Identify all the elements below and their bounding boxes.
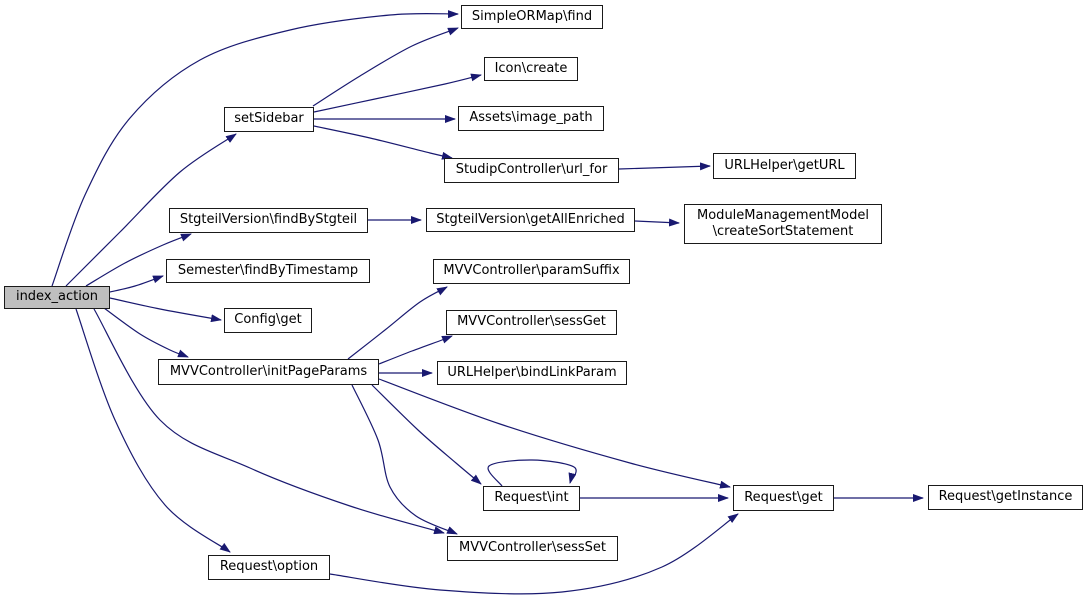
graph-node-simpleormap-find[interactable]: SimpleORMap\find (461, 5, 603, 29)
edge-index-action--stgteilversion-findbystgteil (85, 233, 192, 287)
edge-mvvcontroller-initpageparams--mvvcontroller-paramsuffix (347, 286, 448, 360)
graph-node-semester-findbytimestamp[interactable]: Semester\findByTimestamp (166, 259, 370, 283)
graph-node-studipcontroller-url-for[interactable]: StudipController\url_for (444, 158, 619, 183)
graph-node-mvvcontroller-initpageparams[interactable]: MVVController\initPageParams (158, 359, 379, 385)
edge-index-action--config-get (109, 297, 222, 323)
edge-studipcontroller-url-for--urlhelper-geturl (618, 162, 711, 171)
edge-set-sidebar--studipcontroller-url-for (313, 125, 453, 160)
graph-node-icon-create[interactable]: Icon\create (484, 57, 578, 81)
graph-node-config-get[interactable]: Config\get (224, 308, 312, 333)
edge-request-option--request-get (329, 513, 739, 595)
graph-node-request-int[interactable]: Request\int (483, 486, 580, 511)
edge-stgteilversion-getallenriched--modulemanagementmodel-createsortstatement (634, 218, 680, 227)
graph-node-stgteilversion-getallenriched[interactable]: StgteilVersion\getAllEnriched (426, 208, 635, 232)
graph-node-index-action: index_action (4, 286, 110, 309)
edge-index-action--simpleormap-find (51, 10, 459, 287)
edge-index-action--set-sidebar (65, 133, 237, 287)
edge-mvvcontroller-initpageparams--request-get (378, 378, 731, 489)
graph-node-mvvcontroller-sessget[interactable]: MVVController\sessGet (446, 310, 617, 335)
graph-node-request-get[interactable]: Request\get (733, 485, 834, 511)
edge-index-action--semester-findbytimestamp (109, 275, 164, 293)
graph-node-stgteilversion-findbystgteil[interactable]: StgteilVersion\findByStgteil (169, 208, 368, 233)
edge-set-sidebar--simpleormap-find (312, 27, 459, 107)
graph-node-urlhelper-bindlinkparam[interactable]: URLHelper\bindLinkParam (437, 361, 627, 385)
graph-node-urlhelper-geturl[interactable]: URLHelper\getURL (713, 153, 856, 179)
edge-index-action--request-option (75, 308, 231, 553)
edge-mvvcontroller-initpageparams--mvvcontroller-sessget (378, 335, 453, 365)
edge-index-action--mvvcontroller-initpageparams (103, 307, 189, 358)
edge-request-int--request-int (487, 459, 577, 487)
graph-node-set-sidebar[interactable]: setSidebar (224, 107, 314, 132)
graph-node-assets-image-path[interactable]: Assets\image_path (458, 106, 604, 131)
graph-node-modulemanagementmodel-createsortstatement[interactable]: ModuleManagementModel \createSortStateme… (684, 204, 882, 244)
edge-mvvcontroller-initpageparams--mvvcontroller-sessset (351, 384, 458, 535)
edge-index-action--mvvcontroller-sessset (93, 308, 445, 535)
edge-set-sidebar--icon-create (313, 73, 482, 113)
graph-node-request-getinstance[interactable]: Request\getInstance (928, 485, 1083, 510)
graph-node-mvvcontroller-sessset[interactable]: MVVController\sessSet (447, 536, 618, 561)
graph-node-mvvcontroller-paramsuffix[interactable]: MVVController\paramSuffix (433, 259, 630, 284)
graph-node-request-option[interactable]: Request\option (208, 555, 330, 580)
edge-mvvcontroller-initpageparams--request-int (371, 384, 482, 485)
